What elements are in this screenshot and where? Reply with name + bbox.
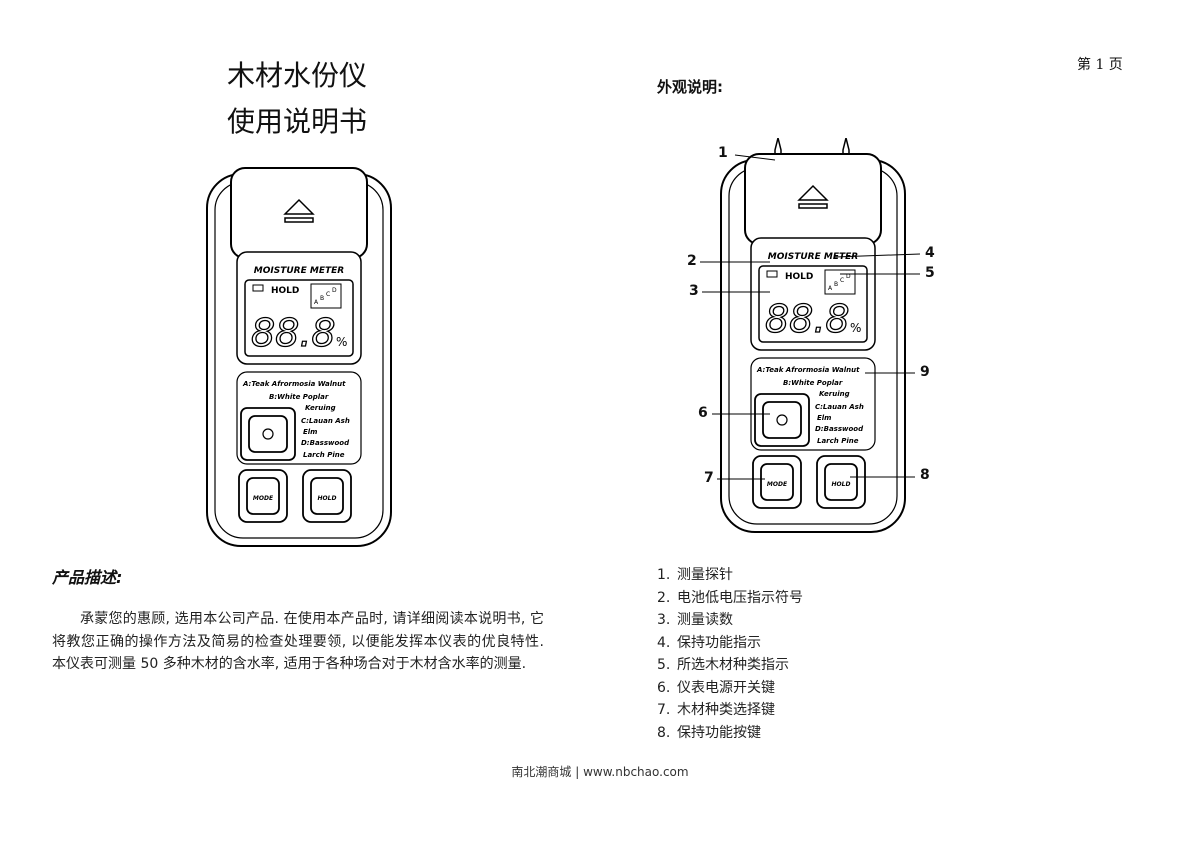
mode-button[interactable] [238, 469, 288, 523]
device-label: HOLD [832, 481, 851, 488]
device-label: A [828, 285, 833, 292]
item-text: 测量读数 [677, 612, 733, 628]
list-item: 4. 保持功能指示 [657, 632, 803, 655]
list-item: 2. 电池低电压指示符号 [657, 587, 803, 610]
hold-indicator: HOLD [785, 272, 813, 282]
item-text: 测量探针 [677, 567, 733, 583]
parts-list: 1. 测量探针 2. 电池低电压指示符号 3. 测量读数 4. 保持功能指示 5. 所选木材种类指… [657, 564, 803, 744]
device-label: MODE [253, 495, 274, 502]
appearance-heading: 外观说明: [657, 78, 723, 96]
device-label: MODE [767, 481, 788, 488]
power-icon [776, 414, 788, 426]
description-text: 承蒙您的惠顾, 选用本公司产品. 在使用本产品时, 请详细阅读本说明书, 它将教… [52, 611, 544, 672]
device-label: C [840, 277, 844, 284]
device-label: Elm [303, 428, 317, 436]
callout-7: 7 [704, 470, 714, 486]
title-line-2: 使用说明书 [226, 105, 367, 138]
device-label: B [320, 295, 324, 302]
callout-5: 5 [925, 265, 935, 281]
brand-label: MOISTURE METER [768, 252, 858, 262]
item-number: 1. [657, 567, 671, 583]
power-button[interactable] [754, 393, 810, 447]
device-label: Elm [817, 414, 831, 422]
device-label: A:Teak Afrormosia Walnut [756, 366, 860, 374]
device-label: C:Lauan Ash [301, 417, 350, 425]
item-text: 电池低电压指示符号 [677, 589, 803, 606]
battery-icon [252, 284, 264, 292]
item-number: 3. [657, 612, 671, 628]
description-heading: 产品描述: [52, 568, 123, 587]
hold-button[interactable] [302, 469, 352, 523]
item-number: 8. [657, 724, 671, 741]
list-item: 3. 测量读数 [657, 609, 803, 632]
item-text: 保持功能指示 [677, 634, 761, 651]
hold-indicator: HOLD [271, 286, 299, 296]
power-icon [262, 428, 274, 440]
item-number: 5. [657, 657, 671, 673]
device-label: Larch Pine [303, 451, 345, 459]
brand-label: MOISTURE METER [254, 266, 344, 276]
hold-button[interactable] [816, 455, 866, 509]
mode-button[interactable] [752, 455, 802, 509]
lcd [750, 237, 876, 351]
arrow-up-icon [283, 198, 315, 223]
item-number: 7. [657, 702, 671, 718]
callout-1: 1 [718, 145, 728, 161]
device-label: B [834, 281, 838, 288]
power-button[interactable] [240, 407, 296, 461]
callout-8: 8 [920, 467, 930, 483]
callout-lines [700, 154, 921, 480]
item-number: 4. [657, 634, 671, 651]
callout-3: 3 [689, 283, 699, 299]
arrow-up-icon [797, 184, 829, 209]
lcd [236, 251, 362, 365]
title-line-1: 木材水份仪 [226, 59, 367, 92]
list-item: 6. 仪表电源开关键 [657, 677, 803, 700]
page-number: 第 1 页 [1077, 57, 1123, 73]
list-item: 7. 木材种类选择键 [657, 699, 803, 722]
reading-digits: 88.8 [251, 311, 336, 355]
footer: 南北潮商城 | www.nbchao.com [511, 765, 689, 779]
device-label: D [332, 287, 337, 294]
device-label: Keruing [819, 390, 850, 398]
list-item: 5. 所选木材种类指示 [657, 654, 803, 677]
callout-9: 9 [920, 364, 930, 380]
reading-digits: 88.8 [765, 297, 850, 341]
device-label: D:Basswood [815, 425, 864, 433]
percent-sign: % [336, 335, 347, 349]
callout-6: 6 [698, 405, 708, 421]
device-label: B:White Poplar [783, 379, 843, 387]
item-text: 所选木材种类指示 [677, 657, 789, 673]
wood-type-box [310, 283, 342, 309]
item-text: 保持功能按键 [677, 724, 761, 741]
list-item: 1. 测量探针 [657, 564, 803, 587]
item-number: 6. [657, 679, 671, 696]
device-label: B:White Poplar [269, 393, 329, 401]
item-number: 2. [657, 589, 671, 606]
device-label: Keruing [305, 404, 336, 412]
device-label: D [846, 273, 851, 280]
device-label: A [314, 299, 319, 306]
device-label: HOLD [318, 495, 337, 502]
list-item: 8. 保持功能按键 [657, 722, 803, 745]
wood-type-box [824, 269, 856, 295]
device-label: D:Basswood [301, 439, 350, 447]
item-text: 木材种类选择键 [677, 702, 775, 718]
item-text: 仪表电源开关键 [677, 679, 775, 696]
percent-sign: % [850, 321, 861, 335]
callout-4: 4 [925, 245, 935, 261]
device-label: Larch Pine [817, 437, 859, 445]
callout-2: 2 [687, 253, 697, 269]
device-label: C:Lauan Ash [815, 403, 864, 411]
device-label: C [326, 291, 330, 298]
battery-icon [766, 270, 778, 278]
device-label: A:Teak Afrormosia Walnut [242, 380, 346, 388]
